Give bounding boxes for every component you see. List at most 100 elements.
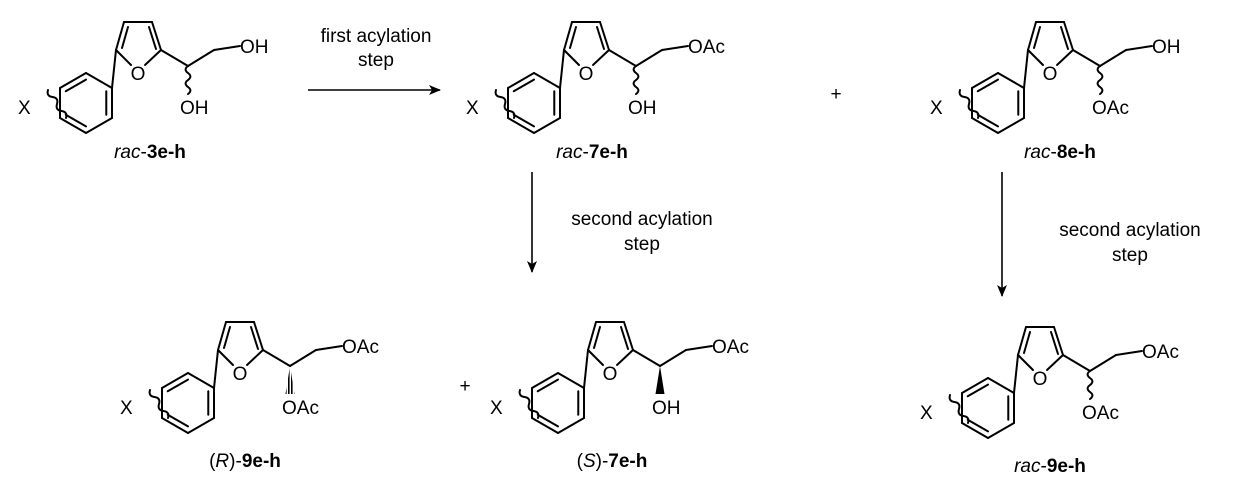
ring-double-bond xyxy=(976,78,999,93)
terminal-substituent-label: OH xyxy=(1152,37,1181,58)
compound-number: 9e-h xyxy=(242,451,281,472)
phenyl-ring xyxy=(46,72,113,134)
ring-bond xyxy=(507,117,535,134)
compound-prefix: rac xyxy=(114,142,141,163)
compound-prefix: rac xyxy=(1024,142,1051,163)
ring-bond xyxy=(507,72,535,89)
aryl-furan-bond xyxy=(1023,49,1029,89)
side-chain-bond xyxy=(1115,350,1143,356)
stereocenter-substituent-label: OAc xyxy=(1082,403,1119,424)
ring-bond xyxy=(151,21,162,51)
ring-bond xyxy=(987,422,1015,439)
ring-bond xyxy=(533,117,561,134)
ring-double-bond xyxy=(250,326,259,350)
ring-double-bond xyxy=(148,26,157,50)
wavy-bond-x xyxy=(948,394,970,424)
ring-double-bond xyxy=(1033,26,1041,49)
ring-bond xyxy=(1027,49,1044,66)
arrow-label-line: step xyxy=(624,234,660,255)
ring-bond xyxy=(1027,21,1037,51)
aryl-furan-bond xyxy=(213,349,219,389)
furan-oxygen-label: O xyxy=(1033,369,1048,390)
plus-sign: + xyxy=(830,84,841,105)
plus-sign: + xyxy=(459,376,470,397)
wavy-bond-x xyxy=(518,389,540,419)
ring-bond xyxy=(187,372,215,389)
terminal-substituent-label: OAc xyxy=(342,337,379,358)
ring-bond xyxy=(115,49,132,66)
stereocenter-substituent-label: OH xyxy=(628,98,657,119)
stereo-wavy-bond xyxy=(184,65,192,95)
x-label: X xyxy=(930,98,943,119)
compound-number: 7e-h xyxy=(589,142,628,163)
ring-bond xyxy=(1056,49,1074,66)
ring-bond xyxy=(531,372,559,389)
ring-bond xyxy=(961,377,989,394)
terminal-substituent-label: OAc xyxy=(688,37,725,58)
side-chain-bond xyxy=(187,49,215,67)
ring-double-bond xyxy=(536,378,559,393)
arrow-label-line: step xyxy=(1112,245,1148,266)
ring-double-bond xyxy=(64,113,87,128)
ring-bond xyxy=(531,417,559,434)
side-chain-bond xyxy=(160,49,189,67)
ring-bond xyxy=(1046,354,1064,371)
ring-double-bond xyxy=(620,326,629,350)
ring-bond xyxy=(85,117,113,134)
furan-oxygen-label: O xyxy=(131,64,146,85)
compound-number: 9e-h xyxy=(1047,456,1086,477)
ring-bond xyxy=(587,349,604,366)
x-label: X xyxy=(120,398,133,419)
ring-double-bond xyxy=(966,418,989,433)
x-label: X xyxy=(18,98,31,119)
ring-bond xyxy=(987,377,1015,394)
arrow-label-line: first acylation xyxy=(321,26,432,47)
aryl-furan-bond xyxy=(583,349,589,389)
ring-bond xyxy=(59,72,87,89)
arrow-label-line: second acylation xyxy=(571,209,713,230)
stereocenter-substituent-label: OAc xyxy=(282,398,319,419)
phenyl-ring xyxy=(494,72,561,134)
ring-double-bond xyxy=(966,383,989,398)
ring-bond xyxy=(217,349,234,366)
ring-double-bond xyxy=(223,326,231,349)
ring-bond xyxy=(1017,354,1034,371)
compound-prefix: S xyxy=(583,451,596,472)
side-chain-bond xyxy=(289,349,317,367)
ring-bond xyxy=(563,21,573,51)
terminal-substituent-label: OAc xyxy=(712,337,749,358)
furan-oxygen-label: O xyxy=(603,364,618,385)
ring-double-bond xyxy=(1060,26,1069,50)
compound-label: rac-3e-h xyxy=(114,142,186,163)
side-chain-bond xyxy=(632,349,661,367)
ring-double-bond xyxy=(1050,331,1059,355)
ring-double-bond xyxy=(512,78,535,93)
furan-ring xyxy=(563,21,610,66)
x-label: X xyxy=(920,403,933,424)
furan-ring xyxy=(115,21,162,66)
compound-label: (R)-9e-h xyxy=(209,451,281,472)
ring-bond xyxy=(592,49,610,66)
side-chain-bond xyxy=(635,49,663,67)
ring-bond xyxy=(144,49,162,66)
side-chain-bond xyxy=(1089,354,1117,372)
stereocenter-substituent-label: OH xyxy=(180,98,209,119)
ring-bond xyxy=(187,417,215,434)
compound-number: 7e-h xyxy=(608,451,647,472)
aryl-furan-bond xyxy=(1013,354,1019,394)
ring-bond xyxy=(997,117,1025,134)
side-chain-bond xyxy=(608,49,637,67)
furan-oxygen-label: O xyxy=(579,64,594,85)
x-label: X xyxy=(466,98,479,119)
furan-ring xyxy=(1017,326,1064,371)
ring-double-bond xyxy=(1023,331,1031,354)
ring-bond xyxy=(533,72,561,89)
compound-number: 8e-h xyxy=(1057,142,1096,163)
